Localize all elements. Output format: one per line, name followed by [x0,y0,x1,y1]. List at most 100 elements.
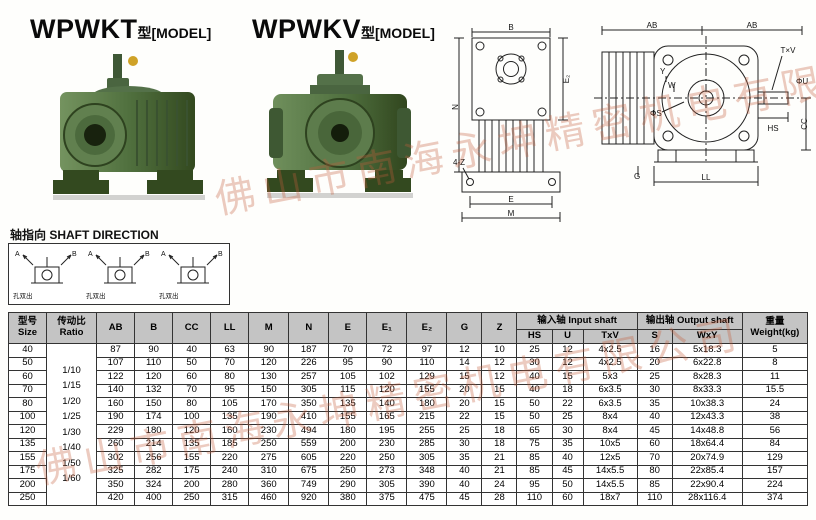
table-cell: 302 [96,451,136,466]
table-cell: 22 [551,397,584,412]
table-cell: 250 [328,464,368,479]
table-cell: 190 [96,410,136,425]
table-cell: 229 [96,424,136,439]
table-cell: 305 [366,478,408,493]
table-cell: 115 [328,383,368,398]
ratio-value: 1/10 [62,364,81,376]
table-cell: 215 [406,410,448,425]
table-cell: 75 [516,437,553,452]
table-cell: 350 [96,478,136,493]
header-input-shaft: 输入轴 Input shaft [516,312,638,330]
table-cell: 675 [288,464,330,479]
arrow-a-label: A [88,251,93,258]
table-cell: 45 [551,464,584,479]
dim-e2-label: E₂ [562,75,570,83]
table-cell: 140 [96,383,136,398]
dim-ll-label: LL [702,173,711,182]
table-cell: 105 [328,370,368,385]
table-cell: 5x18.3 [671,343,743,358]
ratio-value: 1/50 [62,457,81,469]
table-cell: 40 [516,370,553,385]
table-cell: 374 [741,491,809,506]
table-cell: 14x48.8 [671,424,743,439]
table-cell: 380 [328,491,368,506]
table-cell: 157 [741,464,809,479]
table-cell: 187 [288,343,330,358]
table-cell: 100 [172,410,212,425]
table-cell: 5 [741,343,809,358]
table-cell: 5x3 [582,370,638,385]
table-cell: 305 [406,451,448,466]
table-cell: 20 [446,397,483,412]
table-cell: 45 [636,424,673,439]
table-cell: 350 [288,397,330,412]
table-cell: 120 [172,424,212,439]
dim-b-label: B [508,23,513,32]
arrow-b-label: B [72,251,77,258]
table-cell: 87 [96,343,136,358]
header-dim-m: M [248,312,290,344]
table-cell: 12x5 [582,451,638,466]
table-cell: 170 [248,397,290,412]
table-cell: 200 [328,437,368,452]
table-cell: 230 [248,424,290,439]
side-view-drawing: AB AB T×V ΦU HS CC Y W ΦS G LL [594,22,811,186]
table-cell: 65 [516,424,553,439]
table-cell: 80 [210,370,250,385]
table-cell: 475 [406,491,448,506]
table-cell: 28x116.4 [671,491,743,506]
arrow-a-label: A [15,251,20,258]
model2-suffix: 型[MODEL] [360,25,435,41]
table-cell: 25 [446,424,483,439]
table-cell: 195 [366,424,408,439]
gearbox-photo-wpwkv [267,50,413,198]
table-cell: 80 [172,397,212,412]
gearbox-photo-wpwkt [53,54,205,200]
table-cell: 174 [134,410,174,425]
table-cell: 275 [248,451,290,466]
table-cell: 214 [134,437,174,452]
ratio-value: 1/60 [62,473,81,484]
shaft-direction-diagram-3: A B 孔双出 [159,251,223,300]
table-cell: 290 [328,478,368,493]
table-cell: 494 [288,424,330,439]
table-cell: 325 [96,464,136,479]
header-dim-e1: E₁ [366,312,408,344]
table-cell: 72 [366,343,408,358]
table-cell: 4x2.5 [582,343,638,358]
table-cell: 25 [516,343,553,358]
dim-g-label: G [634,172,640,181]
table-cell: 85 [516,464,553,479]
table-cell: 20 [446,383,483,398]
table-cell: 4x2.5 [582,356,638,371]
table-cell: 97 [406,343,448,358]
table-cell: 84 [741,437,809,452]
cell-size: 200 [7,478,48,493]
table-cell: 38 [741,410,809,425]
table-cell: 50 [516,410,553,425]
table-cell: 35 [636,397,673,412]
table-cell: 155 [406,383,448,398]
table-cell: 24 [481,478,518,493]
cell-size: 120 [7,424,48,439]
shaft-direction-label: 轴指向 SHAFT DIRECTION [10,228,159,242]
dim-4z-label: 4-Z [453,158,465,167]
table-cell: 15 [481,383,518,398]
header-dim-z: Z [481,312,518,344]
table-cell: 129 [741,451,809,466]
dim-e-label: E [508,195,513,204]
table-cell: 15.5 [741,383,809,398]
table-cell: 129 [406,370,448,385]
dim-m-label: M [508,209,515,218]
table-cell: 120 [366,383,408,398]
table-cell: 12 [551,356,584,371]
table-cell: 25 [636,370,673,385]
cell-size: 155 [7,451,48,466]
